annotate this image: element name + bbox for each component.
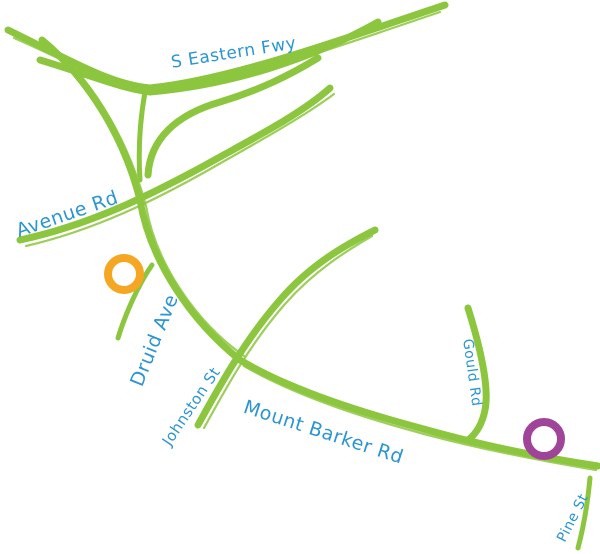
road-mount-barker-rd-sketch	[242, 364, 598, 472]
road-johnston-st	[194, 226, 379, 429]
road-johnston-st-sketch	[202, 234, 374, 430]
road-avenue-rd	[16, 84, 334, 244]
road-pine-st	[575, 475, 593, 551]
road-gould-rd	[464, 304, 490, 444]
road-avenue-rd-sketch	[24, 92, 336, 248]
road-druid-ave	[115, 262, 155, 341]
road-freeway-ramp	[144, 54, 322, 179]
road-main-north-south-sketch	[48, 42, 246, 358]
orange-ring-marker[interactable]	[104, 254, 144, 294]
road-junction-connector	[136, 89, 148, 183]
purple-ring-marker[interactable]	[523, 418, 565, 460]
road-s-eastern-fwy-lower	[36, 18, 382, 96]
